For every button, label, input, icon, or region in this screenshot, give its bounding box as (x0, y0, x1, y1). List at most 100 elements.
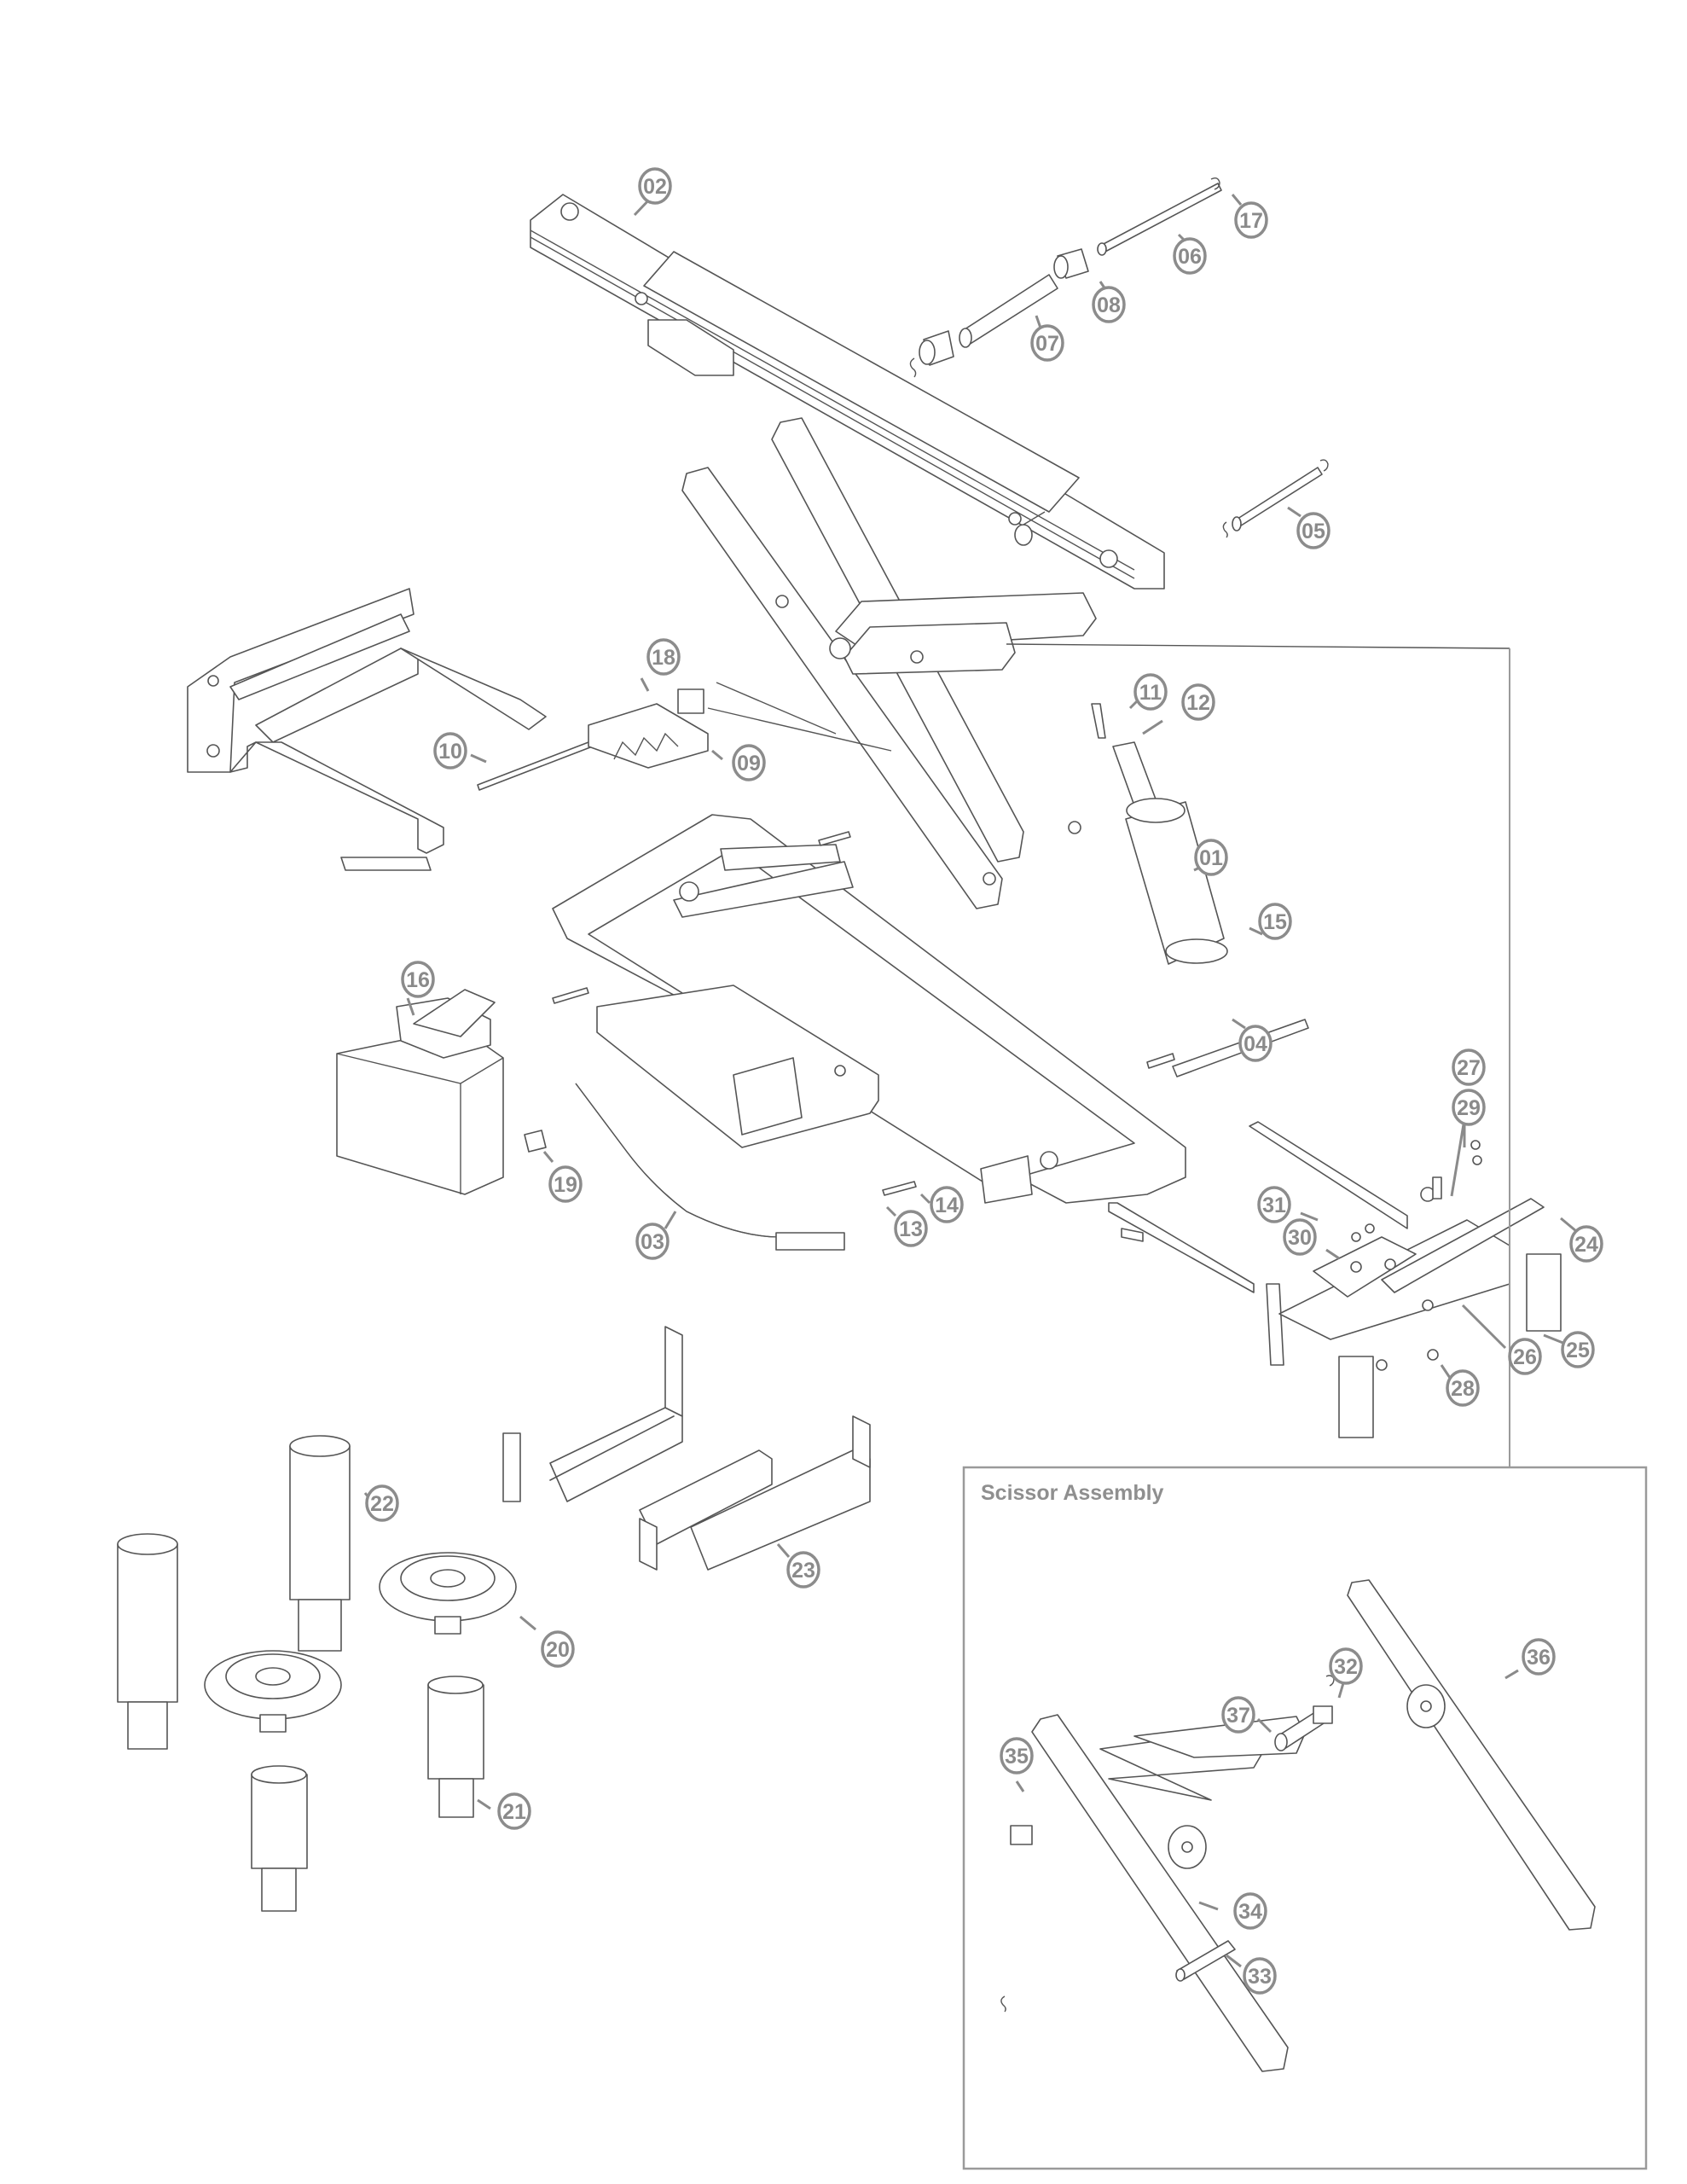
callout-circle (1446, 1369, 1480, 1407)
callout-17: 17 (1234, 201, 1268, 239)
callout-label: 24 (1574, 1233, 1598, 1257)
inset-frame (962, 1466, 1648, 2170)
callout-label: 15 (1263, 910, 1287, 934)
callout-label: 23 (791, 1559, 815, 1583)
callout-04: 04 (1238, 1025, 1272, 1062)
callout-circle (646, 638, 681, 676)
callout-circle (786, 1551, 820, 1589)
callout-label: 26 (1513, 1345, 1537, 1369)
callout-circle (1181, 683, 1215, 721)
hydraulic-pump-part (336, 989, 504, 1195)
callout-circle (1221, 1696, 1255, 1734)
callout-label: 17 (1239, 209, 1263, 233)
snap-ring-17-part (1210, 177, 1220, 190)
callout-circle (401, 961, 435, 998)
callout-06: 06 (1173, 237, 1207, 275)
bolt-11-part (1091, 703, 1106, 739)
pin-07-part (959, 274, 1058, 348)
callout-25: 25 (1561, 1331, 1595, 1368)
bushing-07b-part (919, 330, 954, 366)
callout-34: 34 (1233, 1892, 1267, 1930)
callout-label: 05 (1301, 520, 1325, 543)
callout-label: 37 (1226, 1704, 1250, 1728)
callout-circle (548, 1165, 583, 1203)
callout-27: 27 (1452, 1048, 1486, 1086)
callout-circle (732, 744, 766, 781)
callout-circle (1233, 1892, 1267, 1930)
callout-circle (1243, 1957, 1277, 1995)
callout-label: 28 (1451, 1377, 1475, 1401)
callout-35: 35 (1000, 1737, 1034, 1774)
callout-label: 10 (438, 740, 462, 764)
scissor-assembly-inset: Scissor Assembly (962, 1466, 1648, 2170)
callout-label: 35 (1005, 1745, 1029, 1769)
bushing-08-part (1053, 248, 1089, 279)
callout-circle (1522, 1638, 1556, 1676)
callout-label: 02 (643, 175, 667, 199)
callout-22: 22 (365, 1484, 399, 1522)
callout-16: 16 (401, 961, 435, 998)
callout-label: 16 (406, 968, 430, 992)
fitting-19-part (524, 1130, 547, 1153)
callout-circle (1258, 903, 1292, 940)
callout-label: 07 (1035, 332, 1059, 356)
base-frame-part (552, 814, 1186, 1204)
callout-01: 01 (1194, 839, 1228, 876)
callout-label: 20 (546, 1638, 570, 1662)
callout-circle (1329, 1647, 1363, 1685)
callout-circle (541, 1630, 575, 1668)
pin-06-part (1097, 183, 1222, 256)
callout-11: 11 (1133, 673, 1168, 711)
callout-label: 27 (1457, 1056, 1481, 1080)
callout-label: 04 (1244, 1032, 1267, 1056)
callout-15: 15 (1258, 903, 1292, 940)
callout-label: 12 (1186, 691, 1210, 715)
block-part (677, 688, 704, 714)
callout-33: 33 (1243, 1957, 1277, 1995)
callout-label: 18 (652, 646, 675, 670)
callout-circle (1234, 201, 1268, 239)
callout-12: 12 (1181, 683, 1215, 721)
callout-36: 36 (1522, 1638, 1556, 1676)
adapter-pads-part (117, 1435, 517, 1912)
callout-circle (1000, 1737, 1034, 1774)
callout-circle (1030, 324, 1064, 362)
callout-label: 09 (737, 752, 761, 775)
callout-circle (1452, 1048, 1486, 1086)
callout-label: 19 (554, 1173, 577, 1197)
callout-circle (1238, 1025, 1272, 1062)
callout-37: 37 (1221, 1696, 1255, 1734)
callout-28: 28 (1446, 1369, 1480, 1407)
callout-label: 36 (1527, 1646, 1551, 1670)
callout-label: 29 (1457, 1096, 1481, 1120)
callout-02: 02 (638, 167, 672, 205)
callout-label: 25 (1566, 1339, 1590, 1362)
callout-label: 22 (370, 1492, 394, 1516)
callout-10: 10 (433, 732, 467, 770)
callout-label: 31 (1262, 1194, 1286, 1217)
roller-assembly-part (1108, 1121, 1562, 1438)
top-beam-part (530, 194, 1165, 590)
callout-29: 29 (1452, 1089, 1486, 1126)
hydraulic-hose-part (575, 1083, 845, 1251)
leader-lines (363, 194, 1577, 1968)
callout-label: 34 (1238, 1900, 1262, 1924)
callout-circle (497, 1792, 531, 1830)
callout-circle (638, 167, 672, 205)
hydraulic-cylinder-part (1112, 741, 1228, 965)
callout-circle (1133, 673, 1168, 711)
callout-circle (1452, 1089, 1486, 1126)
callout-20: 20 (541, 1630, 575, 1668)
callout-30: 30 (1283, 1218, 1317, 1256)
callout-31: 31 (1257, 1186, 1291, 1223)
callout-26: 26 (1508, 1338, 1542, 1375)
callout-circle (1561, 1331, 1595, 1368)
callout-circle (1257, 1186, 1291, 1223)
callout-circle (1569, 1225, 1603, 1263)
pin-05-part (1222, 459, 1329, 538)
callout-label: 21 (502, 1800, 526, 1824)
callout-13: 13 (894, 1210, 928, 1247)
callout-19: 19 (548, 1165, 583, 1203)
